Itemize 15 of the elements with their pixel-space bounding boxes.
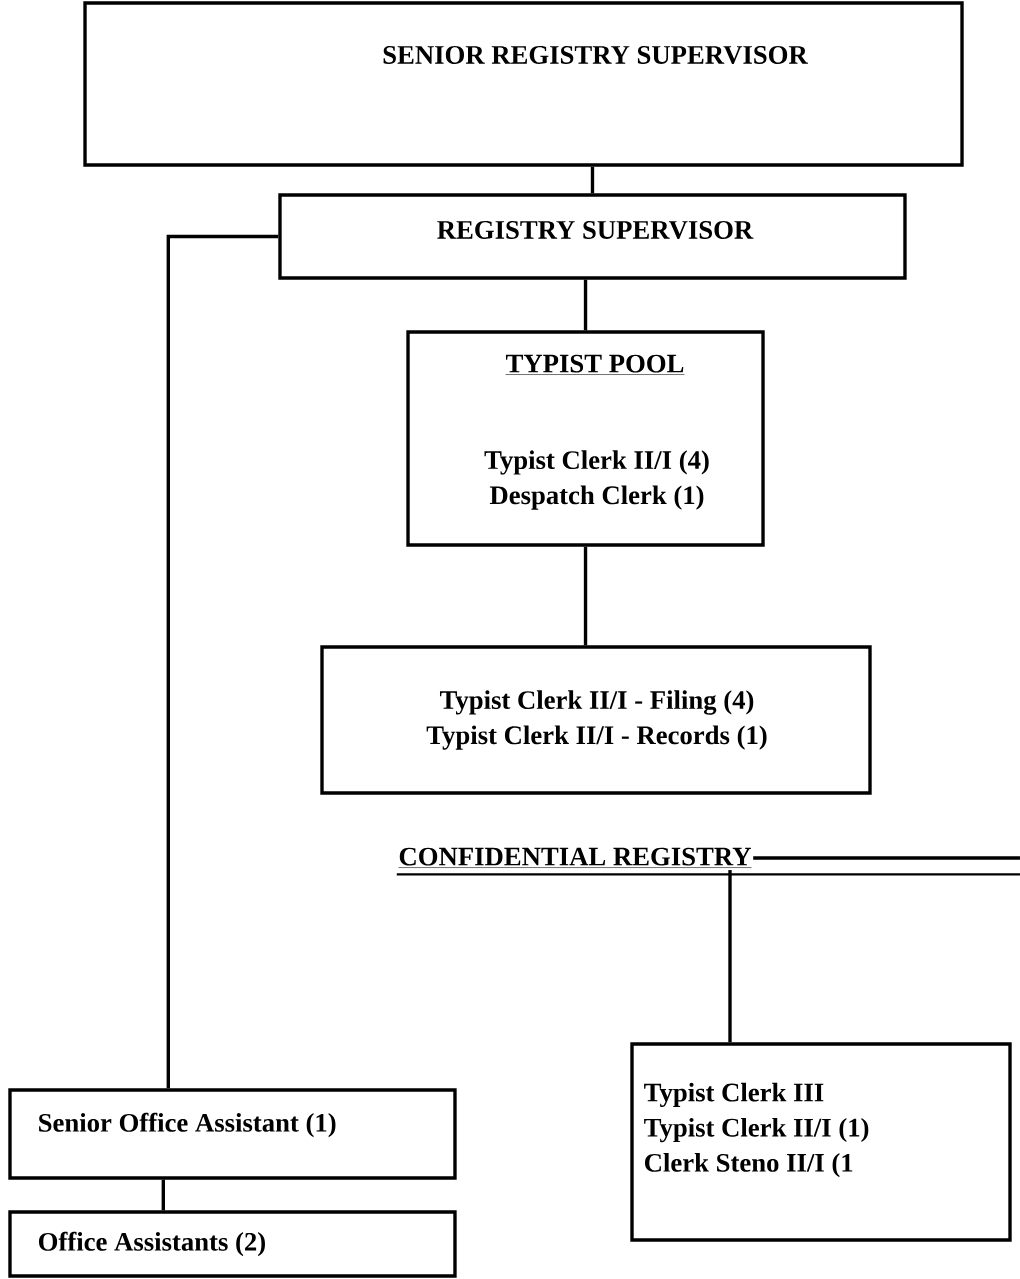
org-box: Senior Office Assistant (1) xyxy=(8,1088,457,1180)
connector-line xyxy=(161,1179,165,1211)
org-box: TYPIST POOL Typist Clerk II/I (4) Despatch Clerk (1) xyxy=(406,330,765,547)
org-box: Typist Clerk III Typist Clerk II/I (1) Clerk Steno II/I (1 xyxy=(630,1042,1012,1242)
connector-line xyxy=(583,546,588,646)
org-box: SENIOR REGISTRY SUPERVISOR xyxy=(83,1,964,167)
connector-line xyxy=(753,856,1020,860)
section-heading: CONFIDENTIAL REGISTRY xyxy=(398,847,752,868)
org-box: Office Assistants (2) xyxy=(8,1210,457,1278)
connector-line xyxy=(728,870,732,1043)
connector-line xyxy=(166,234,279,1089)
connector-line xyxy=(583,279,588,331)
org-box: Typist Clerk II/I - Filing (4) Typist Clerk II/I - Records (1) xyxy=(320,645,872,795)
connector-line xyxy=(590,166,595,194)
org-box: REGISTRY SUPERVISOR xyxy=(278,193,907,280)
